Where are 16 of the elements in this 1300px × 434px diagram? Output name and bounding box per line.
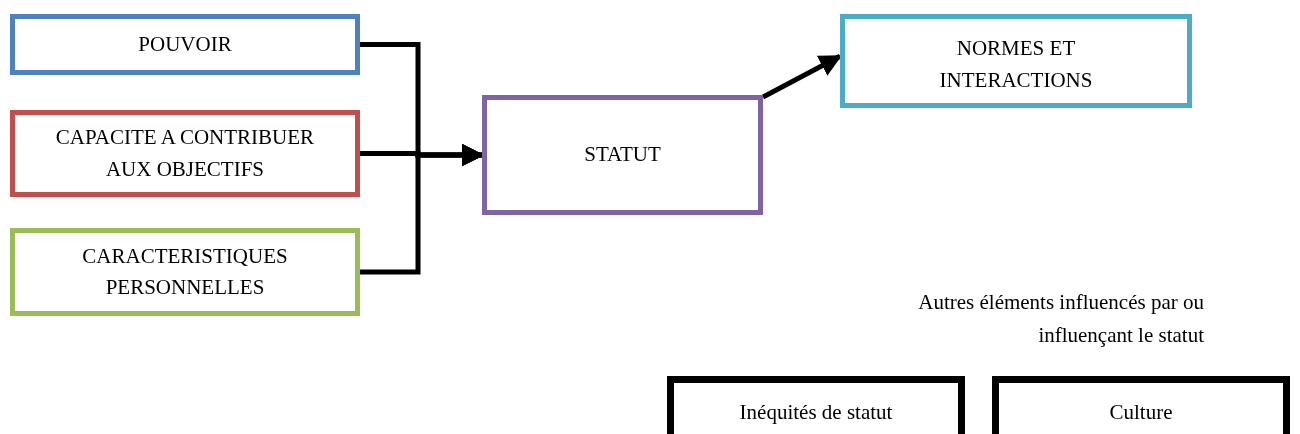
note-text: Autres éléments influencés par ou influençant le statut: [917, 289, 1204, 349]
label-box: [482, 95, 763, 215]
label-box: [992, 376, 1290, 434]
box-label: POUVOIR: [138, 30, 232, 58]
box-label: CARACTERISTIQUES PERSONNELLES: [81, 242, 289, 301]
box-label: CAPACITE A CONTRIBUER AUX OBJECTIFS: [54, 124, 316, 183]
label-box: [10, 110, 360, 197]
box-label: Culture: [1109, 399, 1173, 426]
label-box: [667, 376, 965, 434]
box-label: STATUT: [584, 141, 661, 169]
label-box: [10, 228, 360, 316]
box-label: Inéquités de statut: [739, 399, 893, 426]
arrow: [761, 54, 842, 100]
label-box: [840, 14, 1192, 108]
label-box: [10, 14, 360, 75]
box-label: NORMES ET INTERACTIONS: [938, 35, 1094, 94]
